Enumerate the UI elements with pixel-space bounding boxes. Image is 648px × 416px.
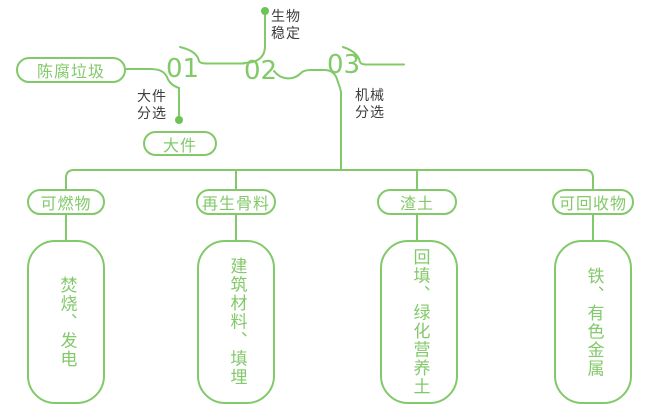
result-box-backfill: 回填、绿化营养土 [380, 240, 458, 404]
byproduct-label: 大件 [162, 135, 197, 155]
step-label-mechanical-sorting: 机械 分选 [355, 88, 385, 121]
step-label-bio-stabilization: 生物 稳定 [271, 9, 301, 42]
result-text: 焚烧、发电 [56, 275, 77, 369]
line-source-to-step01 [125, 68, 180, 117]
step-number-01: 01 [166, 54, 200, 84]
category-label: 再生骨料 [201, 194, 270, 213]
step-number-02: 02 [244, 56, 278, 86]
result-box-metals: 铁、有色金属 [554, 240, 632, 404]
line-bio-branch [243, 14, 266, 64]
arc-step01 [179, 46, 245, 65]
byproduct-pill: 大件 [143, 131, 217, 156]
line-step03-down [323, 69, 342, 171]
arc-step03 [342, 46, 405, 66]
category-pill-recycled-aggregate: 再生骨料 [196, 189, 276, 215]
step-number-03: 03 [327, 50, 361, 80]
source-pill: 陈腐垃圾 [16, 57, 126, 83]
result-text: 铁、有色金属 [583, 266, 604, 378]
result-box-incineration: 焚烧、发电 [27, 240, 105, 404]
category-label: 可燃物 [40, 194, 92, 213]
dot-large-item [175, 116, 183, 124]
category-label: 可回收物 [558, 194, 627, 213]
distributor-line [65, 169, 594, 190]
category-pill-residue-soil: 渣土 [377, 189, 457, 215]
dot-bio-top [261, 7, 269, 15]
category-pill-recyclables: 可回收物 [552, 189, 634, 215]
result-box-building-material: 建筑材料、填埋 [197, 240, 275, 404]
step-label-bulky-sorting: 大件 分选 [137, 89, 167, 122]
result-text: 建筑材料、填埋 [226, 257, 247, 387]
source-label: 陈腐垃圾 [36, 62, 105, 81]
swoosh-step02 [273, 69, 325, 80]
category-pill-combustibles: 可燃物 [27, 189, 105, 215]
category-label: 渣土 [399, 194, 434, 213]
result-text: 回填、绿化营养土 [409, 248, 430, 396]
